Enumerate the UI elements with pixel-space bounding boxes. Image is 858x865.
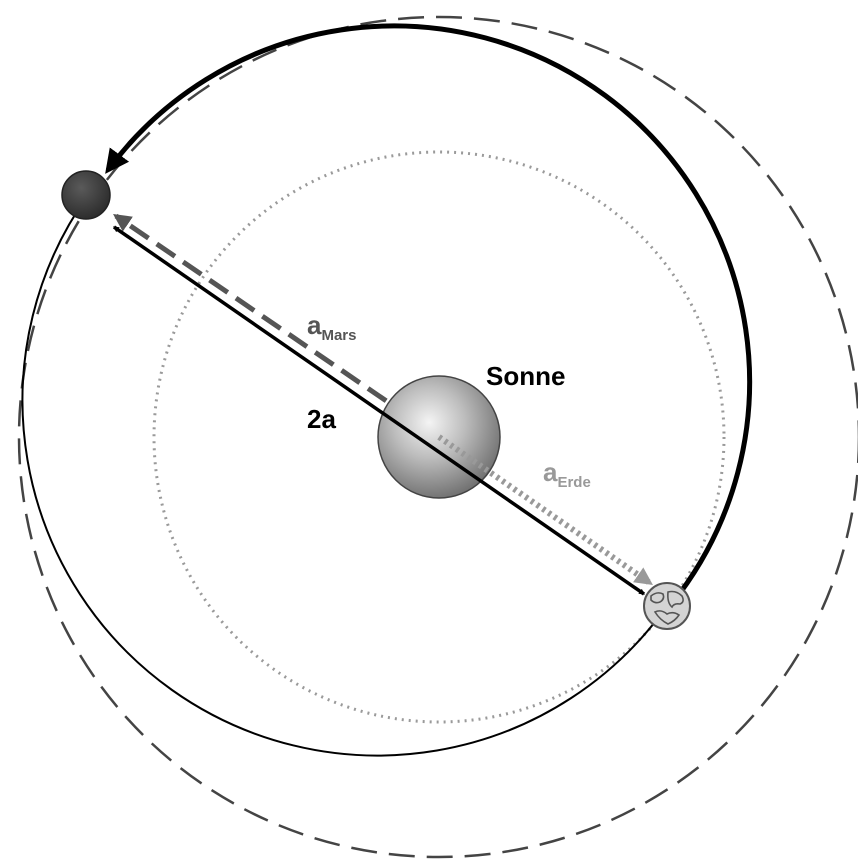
- major-axis-arrow: [113, 225, 645, 596]
- a-earth-label-main: a: [543, 457, 558, 487]
- a-earth-label-sub: Erde: [557, 474, 590, 491]
- transfer-orbit-lower-arc: [21, 194, 668, 757]
- a-mars-label-main: a: [307, 310, 322, 340]
- earth-orbit: [152, 150, 726, 724]
- a-earth-label: aErde: [543, 457, 591, 491]
- a-mars-label: aMars: [307, 310, 357, 344]
- transfer-orbit-arrow: [105, 23, 753, 595]
- mars-planet-icon: [61, 170, 111, 220]
- mars-orbit: [17, 15, 858, 859]
- a-mars-label-sub: Mars: [321, 327, 356, 344]
- sun-label: Sonne: [486, 361, 565, 391]
- major-axis-label: 2a: [307, 404, 336, 434]
- earth-planet-icon: [643, 582, 691, 630]
